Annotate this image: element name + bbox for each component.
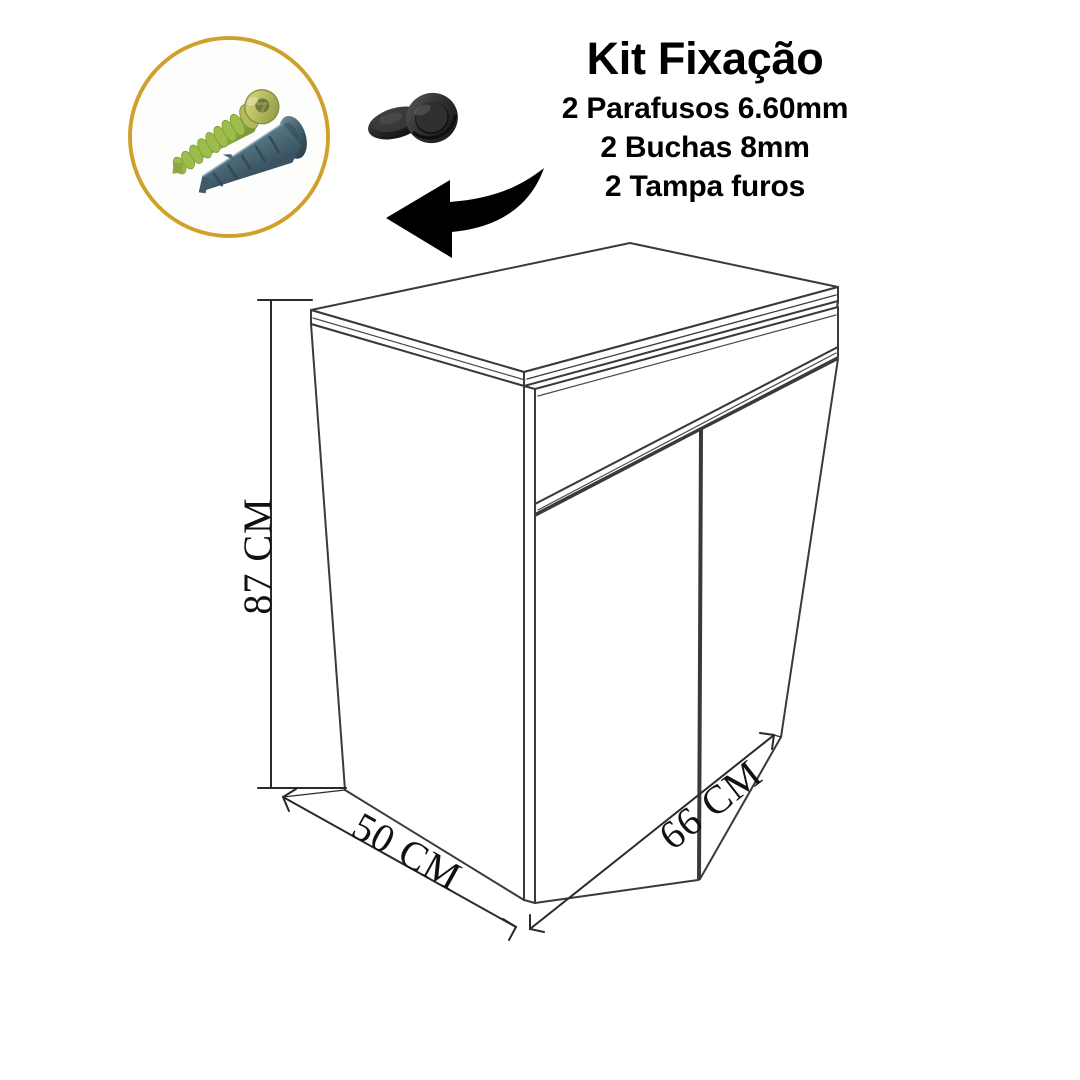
kit-text-block: Kit Fixação 2 Parafusos 6.60mm 2 Buchas …: [470, 36, 940, 207]
height-dimension-label: 87 CM: [235, 497, 280, 614]
kit-item-anchors: 2 Buchas 8mm: [600, 131, 810, 165]
left-door: [534, 429, 701, 904]
door-center-seam: [698, 428, 702, 881]
screw-icon: [172, 89, 280, 175]
hardware-photo-inset: [128, 36, 330, 238]
curved-arrow-icon: [384, 166, 552, 262]
depth-dim-line: [282, 796, 517, 928]
top-panel-bevel-line: [526, 294, 837, 380]
hole-cap-icon: [356, 76, 468, 158]
depth-ext-left: [282, 789, 346, 798]
kit-title: Kit Fixação: [586, 33, 824, 84]
drawer-top-reveal: [537, 314, 837, 397]
top-panel-inner-line: [312, 317, 526, 381]
kit-item-screws: 2 Parafusos 6.60mm: [561, 91, 849, 125]
width-dim-line: [529, 734, 775, 930]
kit-item-hole-caps: 2 Tampa furos: [604, 170, 806, 204]
front-left-stile: [523, 385, 536, 904]
wall-anchor-icon: [198, 115, 307, 194]
width-arrow-start: [529, 914, 545, 933]
drawer-lower-reveal: [537, 352, 837, 511]
width-ext-right: [773, 734, 782, 738]
depth-arrow-end: [502, 918, 518, 941]
left-side-panel: [310, 323, 525, 901]
